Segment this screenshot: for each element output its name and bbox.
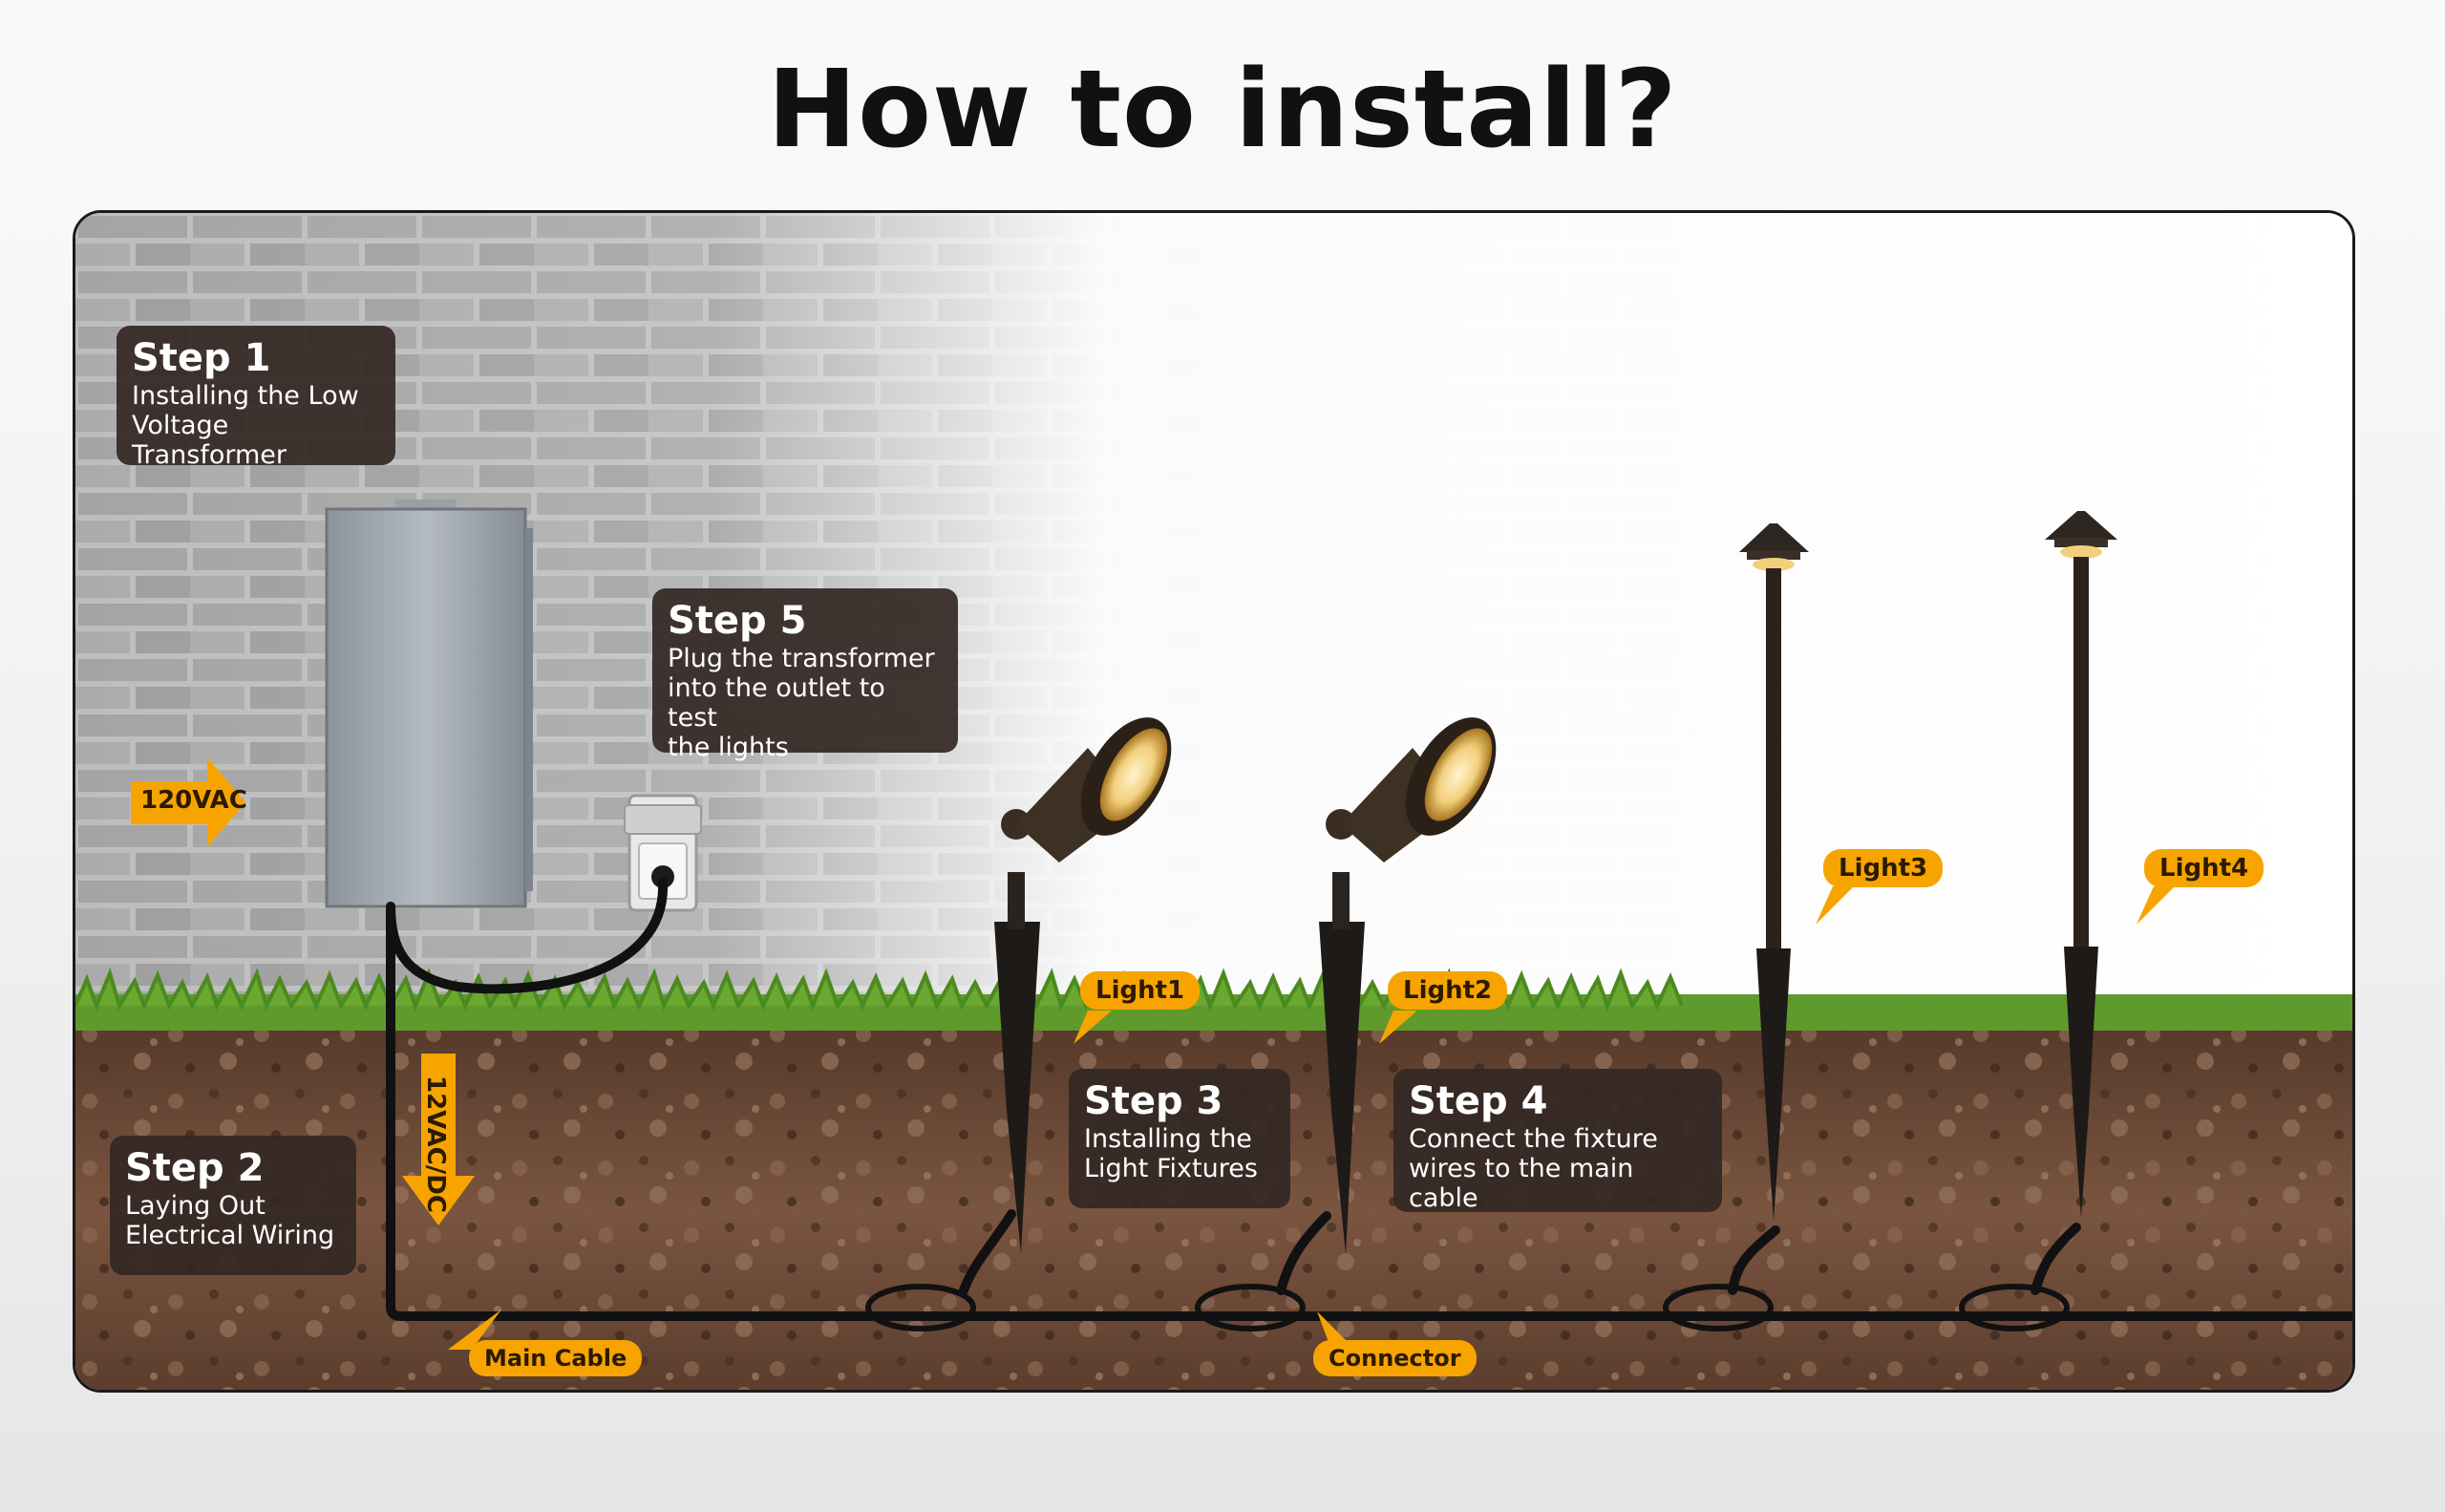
step-1-box: Step 1 Installing the Low Voltage Transf… (117, 326, 395, 470)
step-3-text: Installing the Light Fixtures (1084, 1124, 1258, 1183)
cables (386, 877, 2352, 1321)
power-outlet (624, 794, 702, 912)
input-voltage-label: 120VAC (140, 786, 247, 815)
output-arrow-icon (402, 1054, 475, 1225)
path-light-4 (2045, 511, 2117, 1218)
step-3-box: Step 3 Installing the Light Fixtures (1069, 1069, 1290, 1208)
main-cable-tag: Main Cable (469, 1340, 643, 1376)
light-2-tag: Light2 (1388, 971, 1508, 1010)
transformer (325, 500, 533, 908)
step-1-heading: Step 1 (132, 336, 271, 380)
scene-illustration (75, 213, 2352, 1390)
input-arrow-icon (131, 757, 245, 847)
page-title: How to install? (767, 48, 1678, 172)
step-5-box: Step 5 Plug the transformer into the out… (652, 588, 958, 762)
step-4-box: Step 4 Connect the fixture wires to the … (1393, 1069, 1722, 1213)
connectors (865, 1284, 2070, 1331)
step-4-text: Connect the fixture wires to the main ca… (1409, 1124, 1658, 1213)
step-4-heading: Step 4 (1409, 1079, 1548, 1123)
connector-tag: Connector (1313, 1340, 1477, 1376)
light-1-tag: Light1 (1080, 971, 1201, 1010)
step-2-box: Step 2 Laying Out Electrical Wiring (110, 1136, 356, 1275)
installation-diagram: Step 1 Installing the Low Voltage Transf… (73, 210, 2355, 1393)
light-3-tag: Light3 (1823, 849, 1944, 887)
step-2-text: Laying Out Electrical Wiring (125, 1191, 335, 1250)
path-light-3 (1739, 523, 1809, 1221)
spotlight-1 (994, 717, 1172, 1254)
light-4-tag: Light4 (2144, 849, 2264, 887)
step-1-text: Installing the Low Voltage Transformer (132, 381, 359, 470)
main-cable-line (386, 902, 2352, 1321)
step-3-heading: Step 3 (1084, 1079, 1223, 1123)
step-2-heading: Step 2 (125, 1146, 265, 1190)
output-voltage-label: 12VAC/DC (421, 1075, 450, 1213)
step-5-heading: Step 5 (668, 599, 807, 643)
spotlight-2 (1319, 717, 1497, 1254)
step-5-text: Plug the transformer into the outlet to … (668, 644, 935, 762)
